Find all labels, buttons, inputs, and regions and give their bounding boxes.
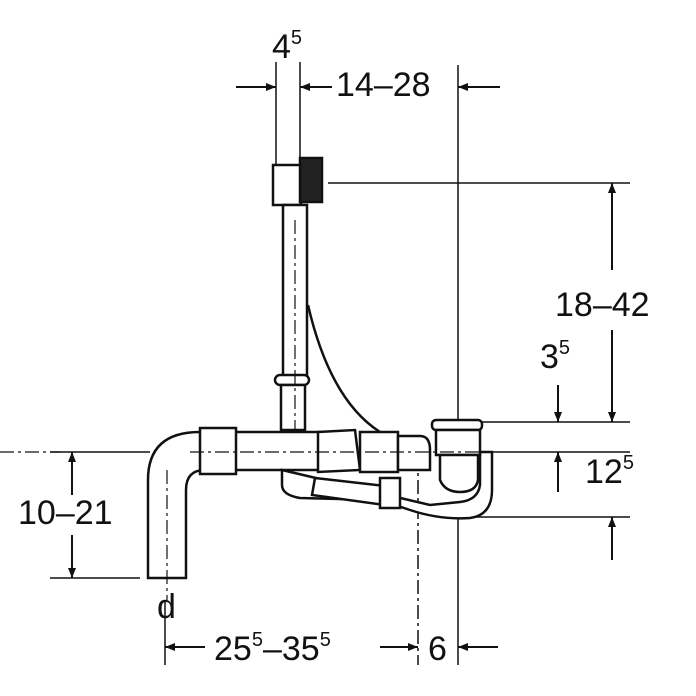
dim-drain-offset: 6 xyxy=(428,630,447,668)
dim-separator: – xyxy=(262,630,282,668)
dim-trap-depth: 125 xyxy=(585,452,634,491)
dim-superscript: 5 xyxy=(319,629,331,651)
dim-value: 12 xyxy=(585,453,623,491)
overflow-cap xyxy=(298,156,324,204)
dim-overflow-height: 18–42 xyxy=(555,286,650,324)
dim-outlet-distance: 255–355 xyxy=(214,629,331,668)
dim-superscript: 5 xyxy=(622,452,634,474)
dim-value: 4 xyxy=(272,28,291,66)
dim-value: 3 xyxy=(540,338,559,376)
dim-value: 35 xyxy=(281,630,320,668)
dimension-arrows xyxy=(68,83,616,651)
dim-superscript: 5 xyxy=(251,629,263,651)
pipe-assembly xyxy=(146,156,494,580)
dim-outlet-height: 10–21 xyxy=(18,494,113,532)
dim-superscript: 5 xyxy=(290,27,303,49)
outlet-diameter-label: d xyxy=(157,588,176,626)
dim-superscript: 5 xyxy=(558,337,571,359)
dim-value: 25 xyxy=(214,630,252,668)
center-lines xyxy=(0,220,484,600)
overflow-head xyxy=(271,163,303,207)
dim-drain-height: 35 xyxy=(540,337,571,376)
dim-overflow-to-drain: 14–28 xyxy=(336,66,431,104)
dim-flange-offset: 45 xyxy=(272,27,303,66)
